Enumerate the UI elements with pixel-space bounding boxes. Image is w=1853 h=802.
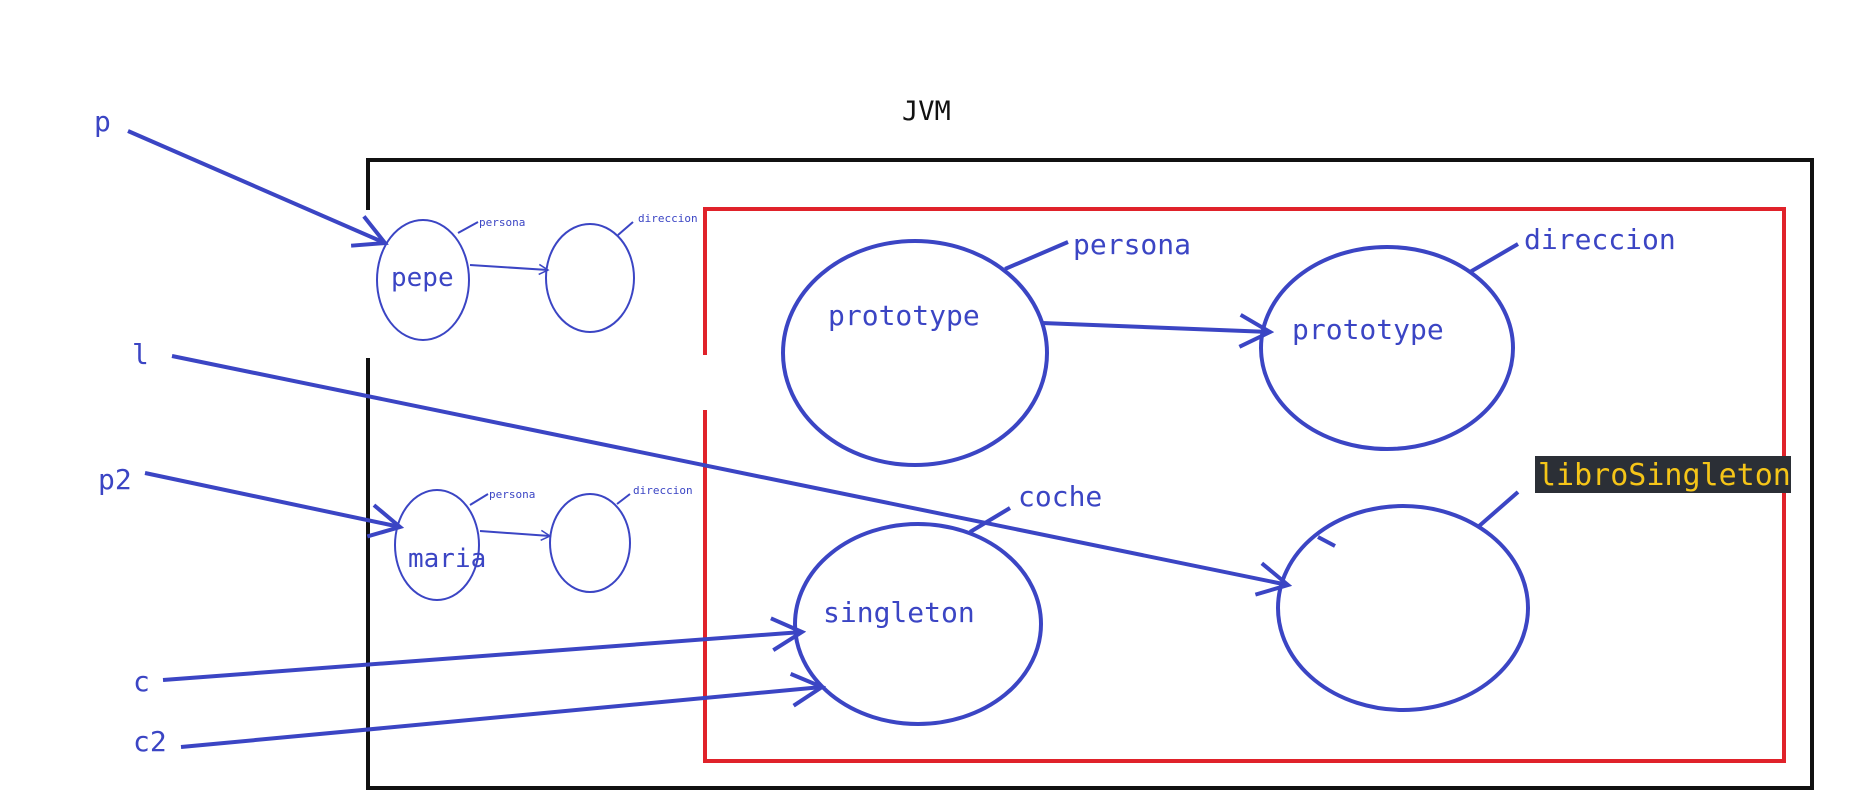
maria-direccion-label: direccion: [633, 484, 693, 497]
prototype-persona-label: prototype: [828, 299, 980, 332]
ref-c2-label: c2: [133, 725, 167, 758]
ref-c: c: [133, 632, 802, 698]
ref-l-arrow: [171, 354, 1288, 585]
maria-direccion-object: direccion: [549, 484, 693, 593]
pepe-direccion-object: direccion: [545, 212, 698, 333]
pepe-object: pepe persona: [376, 216, 525, 341]
ref-p2-arrow: [144, 471, 400, 527]
direccion-bean-label: direccion: [1524, 223, 1676, 256]
jvm-title: JVM: [902, 96, 951, 127]
coche-bean-label: coche: [1018, 480, 1102, 513]
libro-singleton-bean: libroSingleton: [1276, 456, 1791, 712]
singleton-coche-bean: singleton coche: [793, 480, 1102, 726]
maria-object: maria persona: [394, 488, 535, 601]
persona-bean-label: persona: [1073, 228, 1191, 261]
ref-c2: c2: [133, 687, 822, 758]
ref-c-arrow: [162, 632, 802, 682]
prototype-persona-bean: prototype persona: [781, 228, 1191, 467]
ref-c2-arrow: [180, 687, 822, 749]
maria-persona-label: persona: [489, 488, 535, 501]
pepe-to-direccion-arrow: [469, 263, 550, 276]
prototype-direccion-bean: prototype direccion: [1259, 223, 1676, 451]
ref-l-label: l: [132, 338, 149, 371]
ref-p2: p2: [98, 463, 400, 527]
libro-singleton-label: libroSingleton: [1538, 458, 1791, 493]
ref-p-label: p: [94, 105, 111, 138]
jvm-container: [366, 158, 1814, 790]
ref-c-label: c: [133, 665, 150, 698]
ref-p: p: [94, 105, 385, 243]
pepe-direccion-label: direccion: [638, 212, 698, 225]
prototype-direccion-label: prototype: [1292, 313, 1444, 346]
pepe-persona-label: persona: [479, 216, 525, 229]
libro-label-highlight: [1535, 456, 1791, 493]
pepe-label: pepe: [391, 263, 454, 293]
maria-label: maria: [408, 544, 486, 574]
maria-to-direccion-arrow: [479, 529, 552, 542]
ref-p2-label: p2: [98, 463, 132, 496]
ref-l: l: [132, 338, 1288, 585]
persona-to-direccion-arrow: [1041, 323, 1270, 332]
singleton-label: singleton: [823, 596, 975, 629]
ref-p-arrow: [127, 129, 385, 243]
